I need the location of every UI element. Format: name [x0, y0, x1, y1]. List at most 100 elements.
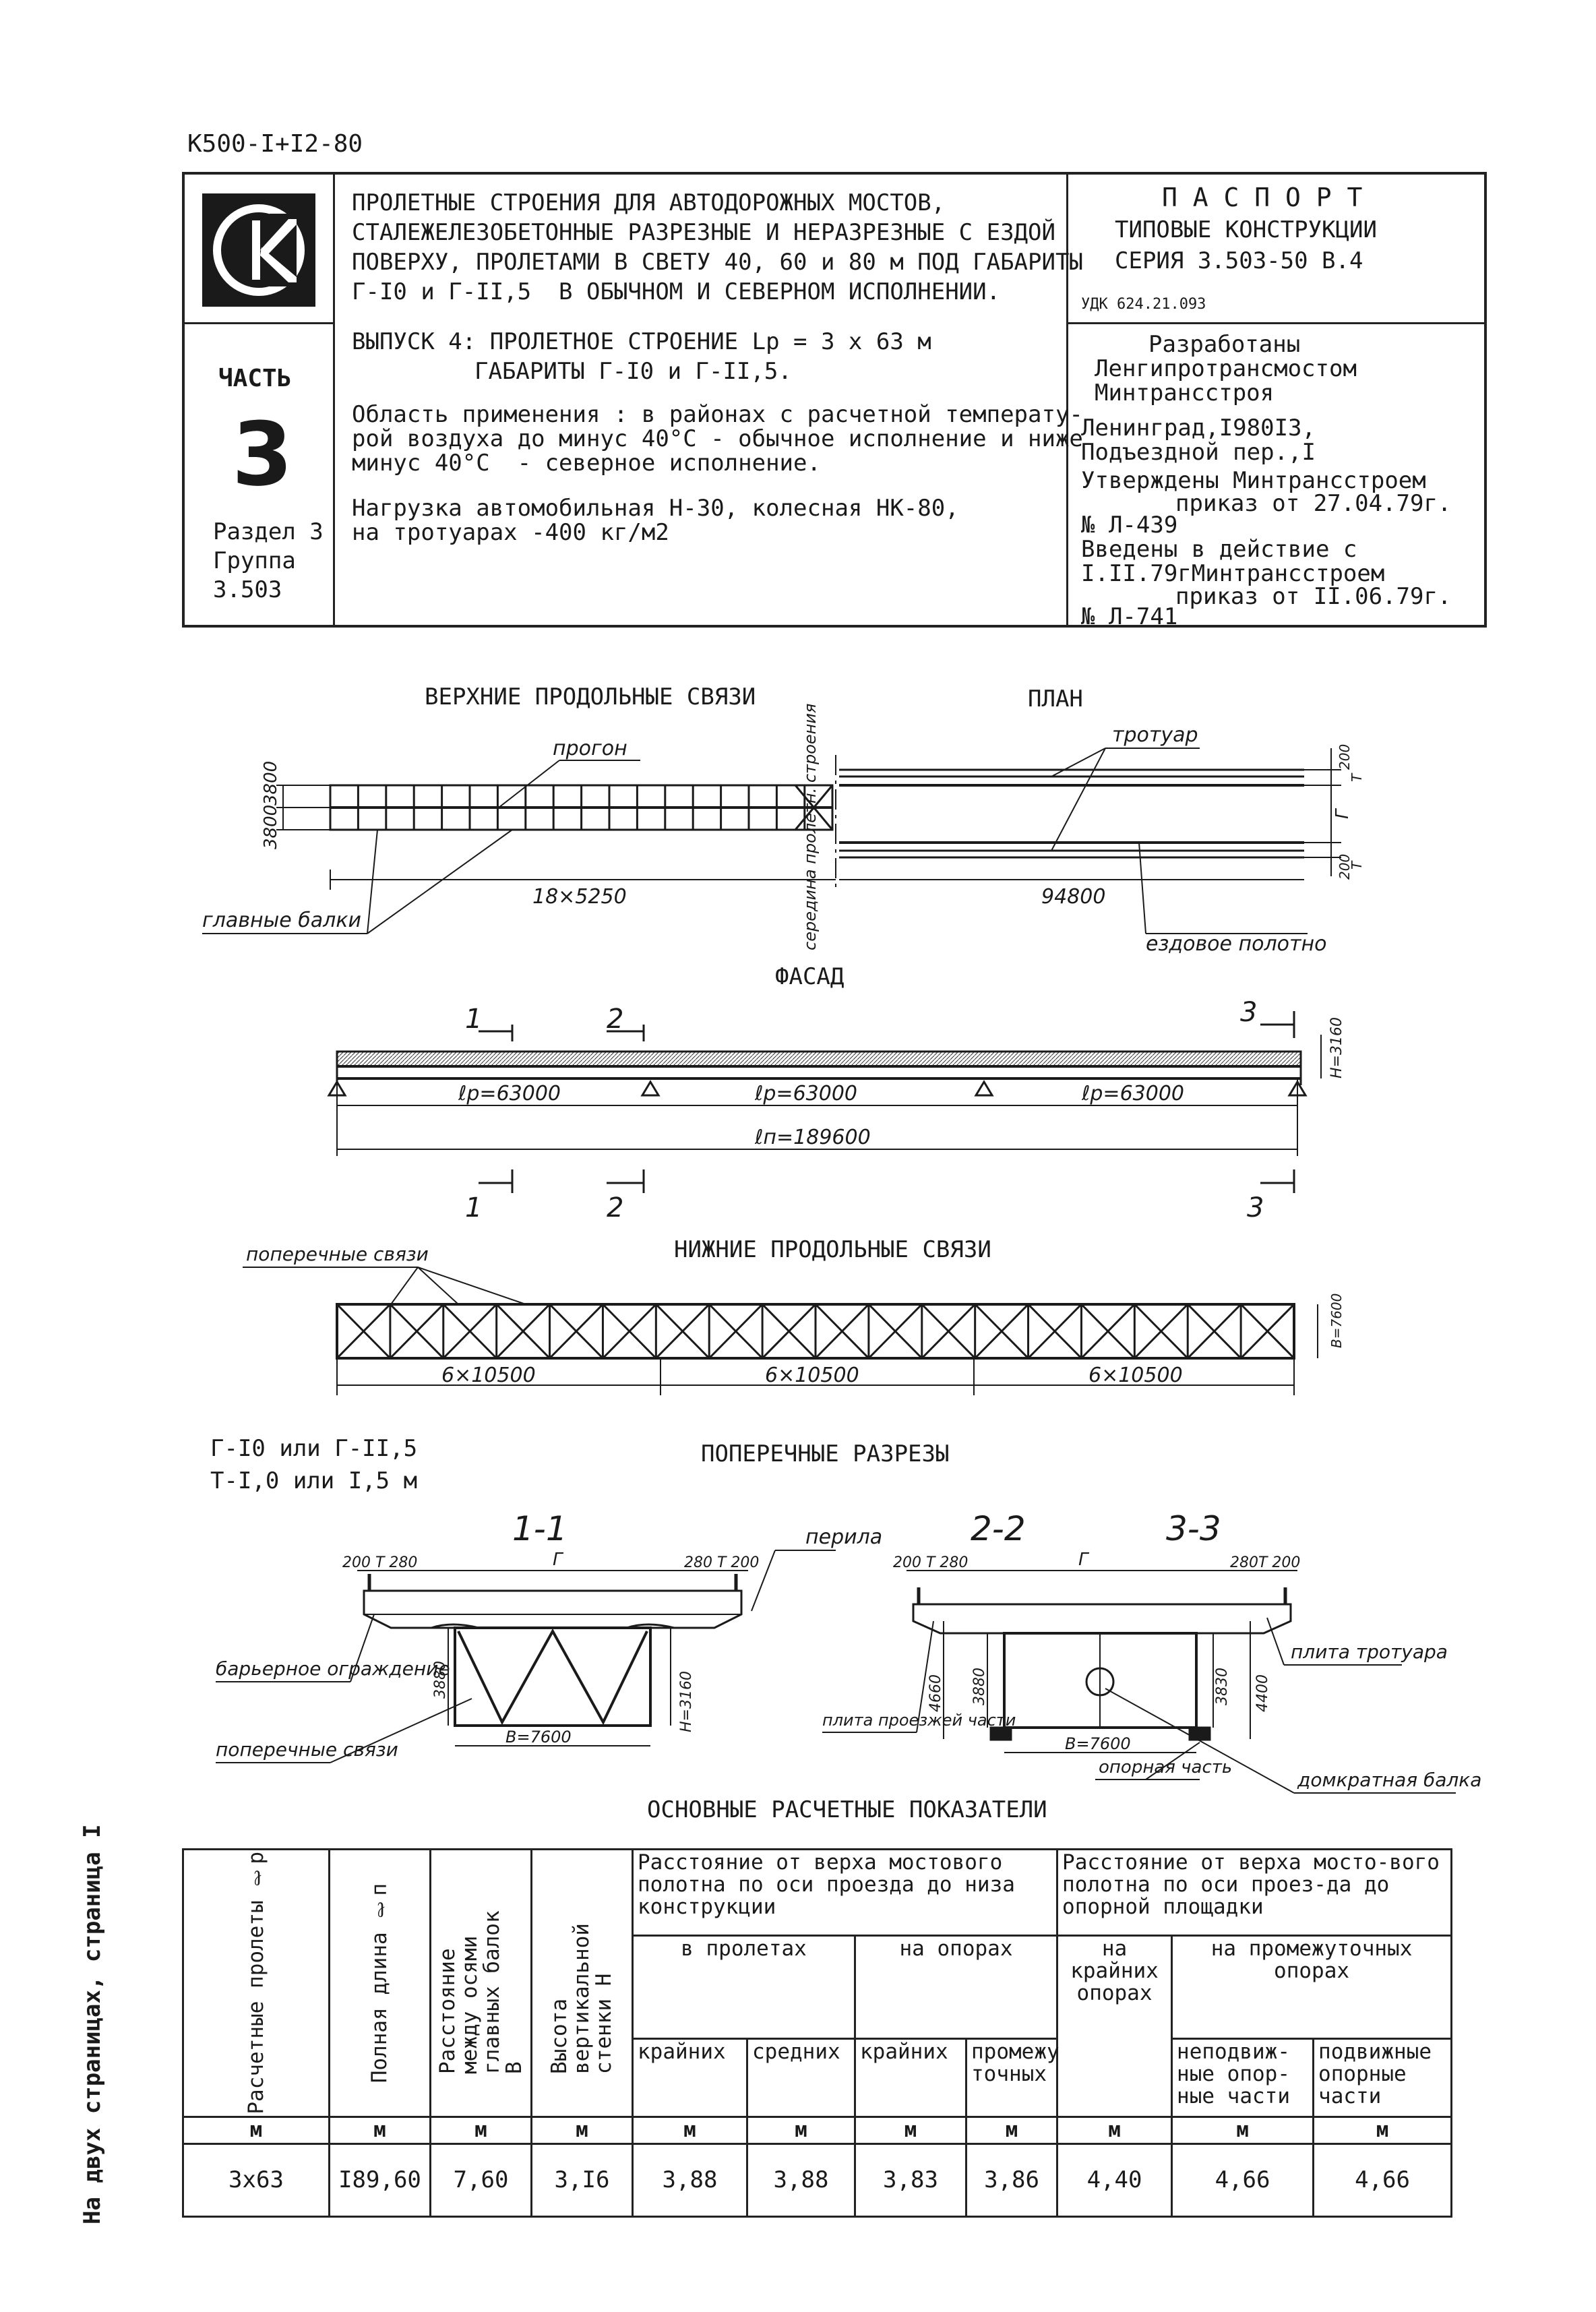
lower-dim-2: 6×10500: [765, 1364, 859, 1387]
part-label: ЧАСТЬ: [218, 365, 292, 392]
dim-plan: 94800: [1041, 885, 1105, 909]
header-fixed: неподвиж-ные опор-ные части: [1171, 2037, 1315, 2118]
plan-title: ПЛАН: [1028, 686, 1083, 712]
document-code: К500-I+I2-80: [187, 130, 363, 158]
section-mark-3: 3: [1240, 997, 1257, 1028]
ck-logo: [202, 193, 315, 307]
value-cell: 3х63: [182, 2142, 330, 2218]
d-4660: 4660: [927, 1674, 944, 1712]
section-line: Группа: [213, 547, 296, 574]
value-cell: 7,60: [429, 2142, 532, 2218]
section-3-3: 3-3: [1166, 1509, 1221, 1548]
span-middle-label: середина пролетн. строения: [801, 704, 820, 950]
truss-line: [602, 1303, 657, 1360]
issue-line: ГАБАРИТЫ Г-I0 и Г-II,5.: [474, 358, 792, 385]
value-cell: I89,60: [328, 2142, 431, 2218]
unit-cell: м: [1056, 2115, 1173, 2145]
section-line: Раздел 3: [213, 518, 324, 545]
dim-200-a: 200: [1337, 744, 1353, 770]
lower-dim-3: 6×10500: [1088, 1364, 1183, 1387]
railing-label: перила: [805, 1525, 882, 1549]
truss-line: [762, 1303, 817, 1360]
cross-bracing-label-2: поперечные связи: [216, 1738, 398, 1761]
gabarit-line: Т-I,0 или I,5 м: [210, 1467, 417, 1494]
height-label: Н=3160: [1328, 1017, 1345, 1078]
header-extreme-supports: на крайних опорах: [1056, 1935, 1173, 2118]
title-line: ПОВЕРХУ, ПРОЛЕТАМИ В СВЕТУ 40, 60 и 80 м…: [352, 249, 1083, 276]
developer-line: Ленгипротрансмостом: [1095, 355, 1357, 382]
unit-cell: м: [854, 2115, 967, 2145]
value-cell: 4,40: [1056, 2142, 1173, 2218]
dim-upper: 18×5250: [532, 885, 627, 909]
developer-line: Утверждены Минтрансстроем: [1081, 467, 1426, 494]
developer-line: приказ от II.06.79г.: [1175, 583, 1452, 610]
section-mark-2: 2: [607, 1004, 623, 1035]
d-B-2: В=7600: [1065, 1734, 1131, 1753]
scope-line: рой воздуха до минус 40°С - обычное испо…: [352, 425, 1083, 452]
unit-cell: м: [1171, 2115, 1315, 2145]
truss-line: [1240, 1303, 1295, 1360]
facade-title: ФАСАД: [775, 963, 844, 990]
developer-line: № Л-439: [1081, 512, 1178, 539]
developer-line: Введены в действие с: [1081, 536, 1357, 563]
truss-line: [1080, 1303, 1136, 1360]
developer-line: I.II.79гМинтрансстроем: [1081, 560, 1385, 587]
upper-bracing-title: ВЕРХНИЕ ПРОДОЛЬНЫЕ СВЯЗИ: [425, 683, 756, 710]
title-block: ЧАСТЬ 3 Раздел 3 Группа 3.503 ПРОЛЕТНЫЕ …: [182, 172, 1487, 630]
truss-line: [974, 1303, 1029, 1360]
table-title: ОСНОВНЫЕ РАСЧЕТНЫЕ ПОКАЗАТЕЛИ: [647, 1796, 1047, 1823]
d-3880-b: 3880: [971, 1668, 988, 1705]
dim-200-b: 200: [1337, 854, 1353, 880]
unit-cell: м: [182, 2115, 330, 2145]
truss-line: [867, 1303, 923, 1360]
truss-line: [389, 1303, 444, 1360]
header-height: Высота вертикальной стенки Н: [547, 1922, 616, 2074]
section-mark-2b: 2: [607, 1192, 623, 1223]
d-B-1: В=7600: [505, 1728, 572, 1746]
header-interm: промежу точных: [964, 2037, 1060, 2118]
dim-3800-a: 3800: [261, 761, 281, 805]
developer-line: № Л-741: [1081, 603, 1178, 630]
title-line: Г-I0 и Г-II,5 В ОБЫЧНОМ И СЕВЕРНОМ ИСПОЛ…: [352, 278, 1001, 305]
unit-cell: м: [1312, 2115, 1453, 2145]
d-3830: 3830: [1214, 1668, 1231, 1705]
jack-beam-label: домкратная балка: [1297, 1769, 1481, 1791]
d-280T200-right: 280 Т 200: [684, 1554, 759, 1571]
issue-line: ВЫПУСК 4: ПРОЛЕТНОЕ СТРОЕНИЕ Lр = 3 х 63…: [352, 328, 931, 355]
section-mark-3b: 3: [1247, 1192, 1264, 1223]
unit-cell: м: [429, 2115, 532, 2145]
header-extreme-1: крайних: [632, 2037, 748, 2118]
header-length: Полная длина ℓп: [367, 1883, 392, 2083]
lower-bracing-title: НИЖНИЕ ПРОДОЛЬНЫЕ СВЯЗИ: [674, 1236, 991, 1263]
truss-line: [1187, 1303, 1242, 1360]
title-line: ПРОЛЕТНЫЕ СТРОЕНИЯ ДЛЯ АВТОДОРОЖНЫХ МОСТ…: [352, 189, 946, 216]
truss-line: [495, 1303, 551, 1360]
header-spans: Расчетные пролеты ℓр: [243, 1852, 268, 2115]
developer-line: Подъездной пер.,I: [1081, 439, 1316, 466]
truss-line: [655, 1303, 710, 1360]
header-extreme-2: крайних: [854, 2037, 967, 2118]
truss-line: [1027, 1303, 1082, 1360]
d-3160: Н=3160: [678, 1671, 695, 1732]
udk-code: УДК 624.21.093: [1081, 296, 1206, 313]
main-parameters-table: Расчетные пролеты ℓр Полная длина ℓп Рас…: [182, 1848, 1453, 2218]
unit-cell: м: [746, 2115, 856, 2145]
drawings: ВЕРХНИЕ ПРОДОЛЬНЫЕ СВЯЗИ ПЛАН прогон гла…: [202, 683, 1481, 1794]
scope-line: Область применения : в районах с расчетн…: [352, 401, 1083, 428]
load-line: на тротуарах -400 кг/м2: [352, 519, 669, 546]
section-1-1: 1-1: [512, 1509, 567, 1548]
section-line: 3.503: [213, 576, 282, 603]
value-cell: 3,I6: [530, 2142, 634, 2218]
d-200T280-left: 200 Т 280: [342, 1554, 417, 1571]
header-group-bearing: Расстояние от верха мосто-вого полотна п…: [1056, 1848, 1453, 1937]
dim-G: Г: [1332, 808, 1353, 819]
unit-cell: м: [328, 2115, 431, 2145]
scope-line: минус 40°С - северное исполнение.: [352, 450, 821, 477]
load-line: Нагрузка автомобильная Н-30, колесная НК…: [352, 495, 959, 522]
developer-line: Ленинград,I980I3,: [1081, 415, 1316, 442]
value-cell: 3,83: [854, 2142, 967, 2218]
truss-line: [1134, 1303, 1189, 1360]
passport-line: СЕРИЯ 3.503-50 В.4: [1115, 247, 1363, 274]
truss-line: [336, 1303, 391, 1360]
span1-label: ℓр=63000: [458, 1082, 561, 1105]
